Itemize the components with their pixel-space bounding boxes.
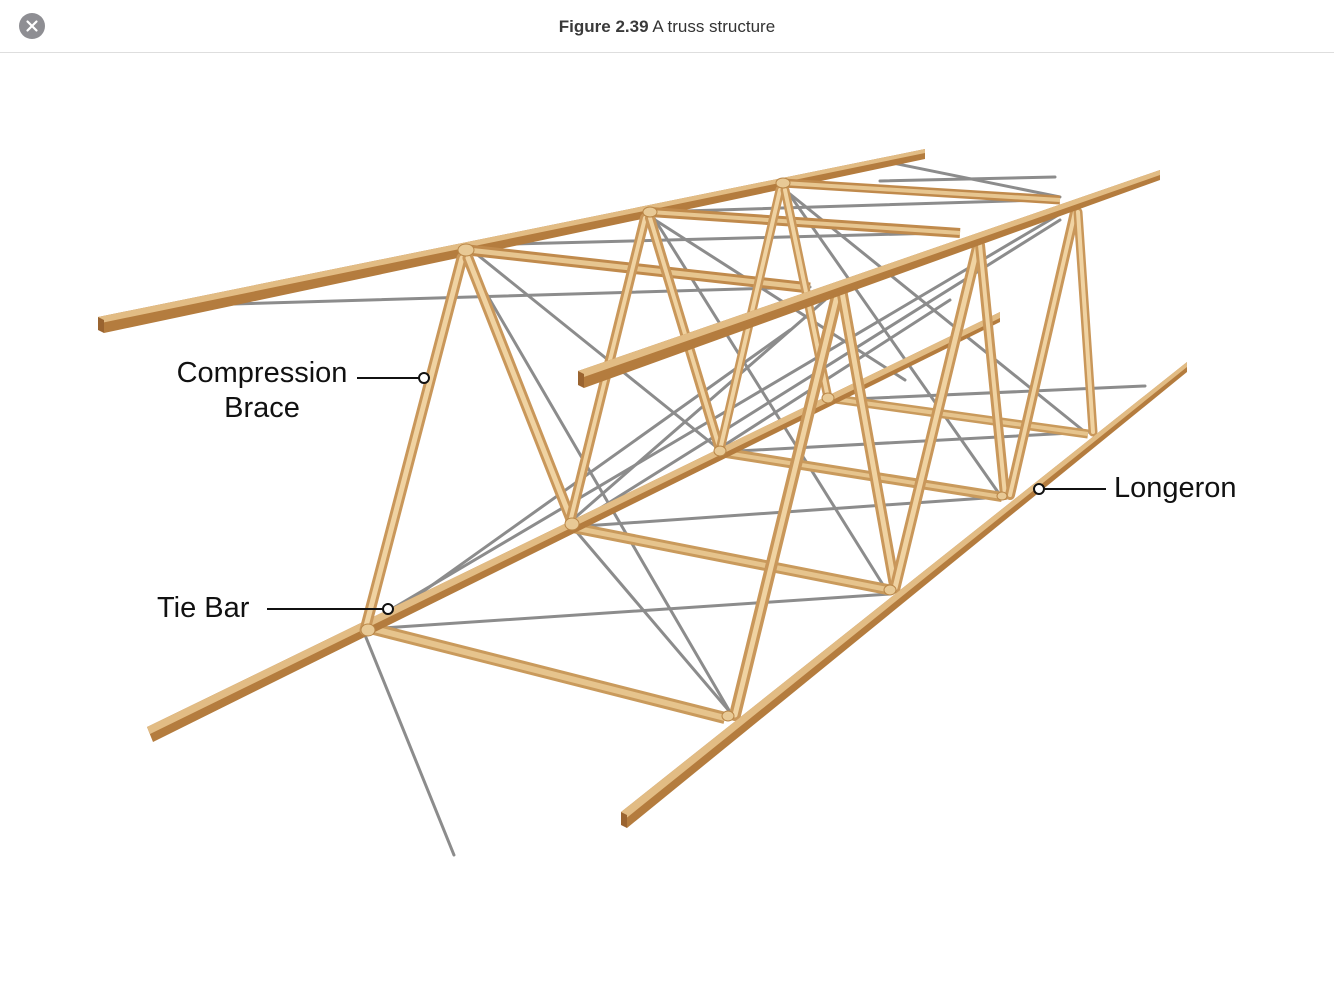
tie-bar-label: Tie Bar: [157, 591, 249, 626]
compression-brace-label-line2: Brace: [170, 391, 354, 426]
tension-wires: [200, 160, 1145, 855]
compression-brace-label: Compression Brace: [170, 356, 354, 426]
lower-right-longeron: [621, 362, 1187, 828]
compression-brace-label-line1: Compression: [170, 356, 354, 391]
longeron-label: Longeron: [1114, 471, 1237, 506]
